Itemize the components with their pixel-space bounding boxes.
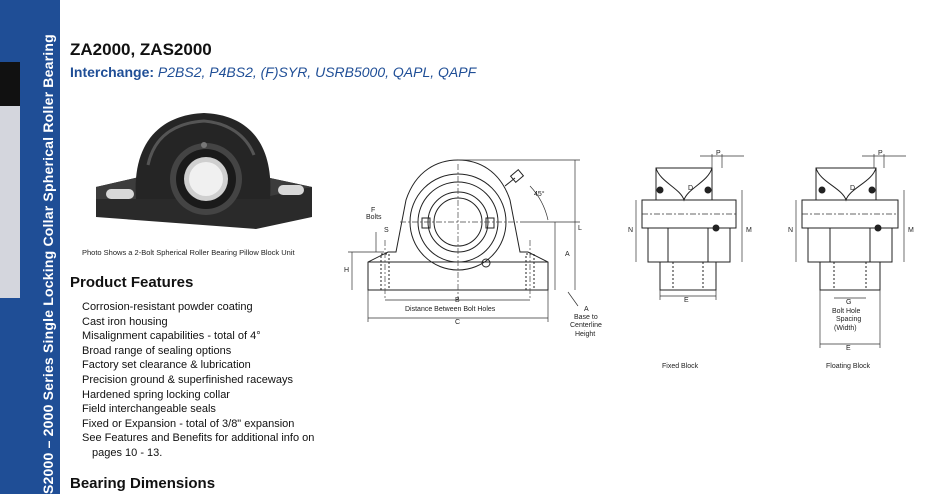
list-item: Cast iron housing <box>82 315 168 328</box>
label-b: B <box>455 297 460 304</box>
sidebar-tab-marker <box>0 62 20 106</box>
floating-block-dimension-lines <box>795 154 906 348</box>
floating-block-labels: P D N M G Bolt Hole Spacing (Width) E <box>788 150 914 352</box>
front-view-centerlines <box>384 164 531 300</box>
floating-block-caption: Floating Block <box>826 363 870 370</box>
label-angle: 45° <box>534 190 545 198</box>
list-item: Corrosion-resistant powder coating <box>82 301 253 313</box>
photo-caption: Photo Shows a 2-Bolt Spherical Roller Be… <box>82 248 295 257</box>
front-view-labels: F Bolts S H A L 45° B Distance Between B… <box>344 190 602 338</box>
floating-label-bolt-hole: Bolt Hole <box>832 308 861 315</box>
page-title: ZA2000, ZAS2000 <box>70 40 212 59</box>
list-item: pages 10 - 13. <box>92 446 163 459</box>
fixed-label-p: P <box>716 150 721 157</box>
label-base-to: Base to <box>574 314 598 321</box>
interchange-line: Interchange: P2BS2, P4BS2, (F)SYR, USRB5… <box>70 64 476 80</box>
fixed-block-drawing <box>641 167 737 291</box>
floating-label-e: E <box>846 345 851 352</box>
features-heading: Product Features <box>70 274 194 291</box>
fixed-block-dimension-lines <box>635 154 744 300</box>
floating-label-width: (Width) <box>834 325 857 332</box>
fixed-label-n: N <box>628 227 633 234</box>
floating-label-d: D <box>850 185 855 192</box>
dimensions-heading: Bearing Dimensions <box>70 475 216 492</box>
list-item: Field interchangeable seals <box>82 403 216 416</box>
list-item: Fixed or Expansion - total of 3/8" expan… <box>82 417 295 430</box>
label-c: C <box>455 319 460 326</box>
sidebar-gray-strip <box>0 106 20 298</box>
fixed-label-d: D <box>688 185 693 192</box>
floating-label-spacing: Spacing <box>836 316 861 323</box>
sidebar-band: S2000 – 2000 Series Single Locking Colla… <box>0 0 60 494</box>
pillow-block-photo <box>96 113 312 229</box>
label-l: L <box>578 225 582 232</box>
label-base-a: A <box>584 306 589 313</box>
fixed-label-e: E <box>684 297 689 304</box>
label-centerline: Centerline <box>570 322 602 329</box>
list-item: Factory set clearance & lubrication <box>82 359 251 372</box>
fixed-block-caption: Fixed Block <box>662 363 699 370</box>
list-item: Hardened spring locking collar <box>82 388 230 401</box>
list-item: Precision ground & superfinished raceway… <box>82 373 293 386</box>
label-h: H <box>344 267 349 274</box>
interchange-label: Interchange: <box>70 64 155 80</box>
label-a: A <box>565 251 570 258</box>
label-height: Height <box>575 331 595 338</box>
label-distance-bolt-holes: Distance Between Bolt Holes <box>405 306 496 313</box>
label-s: S <box>384 227 389 234</box>
floating-label-p: P <box>878 150 883 157</box>
floating-label-m: M <box>908 227 914 234</box>
front-view-dimension-lines <box>348 159 580 322</box>
interchange-value: P2BS2, P4BS2, (F)SYR, USRB5000, QAPL, QA… <box>157 64 477 80</box>
label-bolts: Bolts <box>366 214 382 221</box>
list-item: Misalignment capabilities - total of 4° <box>82 330 261 343</box>
floating-label-n: N <box>788 227 793 234</box>
floating-label-g: G <box>846 299 851 306</box>
list-item: See Features and Benefits for additional… <box>82 432 315 445</box>
label-f: F <box>371 207 375 214</box>
features-list: Corrosion-resistant powder coating Cast … <box>82 300 314 461</box>
fixed-label-m: M <box>746 227 752 234</box>
fixed-block-labels: P D N M E <box>628 150 752 304</box>
list-item: Broad range of sealing options <box>82 344 232 357</box>
